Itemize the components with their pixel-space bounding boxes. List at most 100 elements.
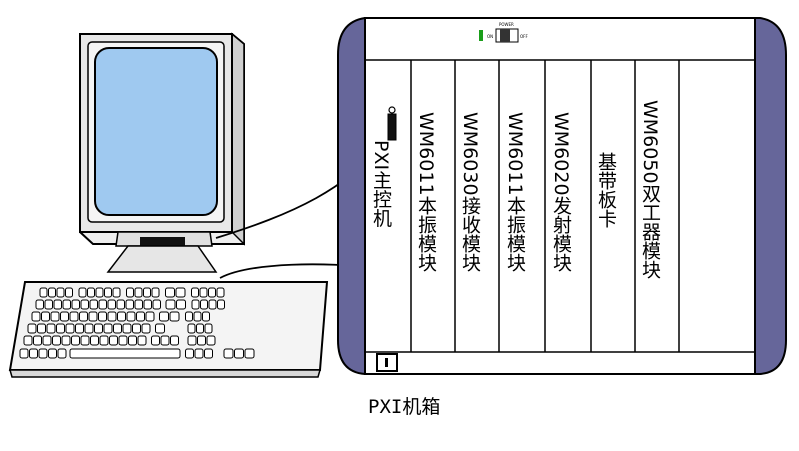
keyboard-key [204,348,213,359]
keyboard [8,281,329,378]
keyboard-key [152,299,161,310]
controller-port-icon [387,106,397,141]
keyboard-key [137,335,147,346]
keyboard-key [165,287,175,298]
keyboard-key [208,299,217,310]
keyboard-key [80,335,90,346]
keyboard-key [19,348,29,359]
slot-label-7: WM6050双工器模块 [639,100,661,279]
pxi-chassis: POWER ON OFF PXI主控机 WM6011本振模块 WM6030接收模块 W… [337,17,787,375]
keyboard-key [125,299,134,310]
keyboard-key [33,335,42,346]
chassis-body [364,17,756,375]
chassis-caption: PXI机箱 [368,396,440,418]
keyboard-key [42,335,52,346]
keyboard-key [109,335,118,346]
keyboard-key [136,311,145,322]
power-indicator-icon [479,30,483,41]
keyboard-key [175,287,186,298]
keyboard-key [208,287,216,298]
keyboard-key [134,287,143,298]
switch-label-left: ON [487,34,493,39]
keyboard-key [107,311,117,322]
keyboard-key [145,311,155,322]
keyboard-key [234,348,244,359]
slot-label-5: WM6020发射模块 [550,112,572,272]
keyboard-key [65,323,75,334]
keyboard-key [206,335,216,346]
keyboard-key [176,299,186,310]
keyboard-key [204,323,213,334]
keyboard-key [62,299,71,310]
keyboard-key [185,311,193,322]
keyboard-key [99,335,109,346]
monitor [79,32,245,273]
power-switch[interactable]: POWER ON OFF [479,22,528,43]
keyboard-key [141,323,151,334]
keyboard-key [104,287,112,298]
keyboard-key [27,323,37,334]
keyboard-key [107,299,116,310]
keyboard-key [80,299,89,310]
keyboard-key [200,299,208,310]
keyboard-key [84,323,94,334]
keyboard-key [143,287,151,298]
keyboard-key [126,311,136,322]
keyboard-key [113,323,122,334]
keyboard-key [217,299,225,310]
keyboard-key [39,287,48,298]
keyboard-key [187,323,196,334]
keyboard-key [191,299,200,310]
keyboard-key [89,299,98,310]
keyboard-key [128,335,137,346]
keyboard-key [191,287,199,298]
keyboard-key [151,335,160,346]
switch-label-right: OFF [520,34,528,39]
keyboard-key [185,348,194,359]
keyboard-key [95,287,104,298]
keyboard-key [50,311,60,322]
keyboard-key [78,287,87,298]
keyboard-key [88,311,98,322]
keyboard-key [53,299,62,310]
keyboard-key [160,335,170,346]
keyboard-key [122,323,132,334]
slot-label-6: 基带板卡 [595,152,617,228]
keyboard-key [155,323,165,334]
keyboard-key [159,311,169,322]
keyboard-key [35,299,44,310]
slot-label-2: WM6011本振模块 [415,112,437,272]
keyboard-key [29,348,38,359]
keyboard-key [71,299,80,310]
keyboard-key [112,287,121,298]
keyboard-key [199,287,208,298]
keyboard-key [94,323,103,334]
keyboard-key [244,348,255,359]
keyboard-key [56,323,65,334]
keyboard-key [165,299,176,310]
keyboard-key [57,348,67,359]
keyboard-key [197,335,206,346]
keyboard-key [65,287,73,298]
keyboard-key [60,311,69,322]
keyboard-key [170,335,179,346]
keyboard-key [202,311,210,322]
keyboard-key [46,323,56,334]
keyboard-key [79,311,88,322]
slot-label-3: WM6030接收模块 [459,112,481,272]
keyboard-key [132,323,141,334]
keyboard-key [90,335,99,346]
keyboard-key [216,287,225,298]
slot-label-1: PXI主控机 [370,140,392,227]
keyboard-key [103,323,113,334]
keyboard-key [48,348,57,359]
keyboard-key [151,287,160,298]
keyboard-key [134,299,143,310]
keyboard-key [143,299,152,310]
keyboard-key [117,311,126,322]
keyboard-spacebar [69,348,181,359]
keyboard-key [118,335,128,346]
keyboard-key [169,311,180,322]
keyboard-key [87,287,95,298]
